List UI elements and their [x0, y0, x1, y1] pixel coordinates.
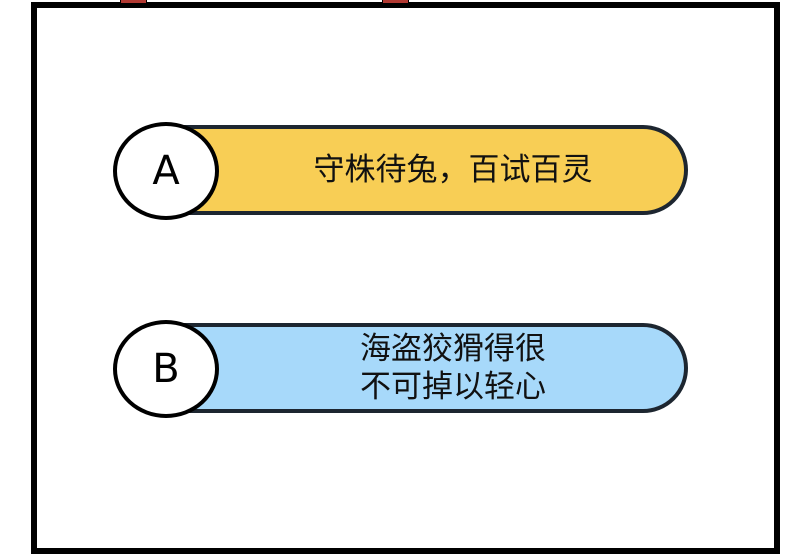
option-a-text: 守株待兔，百试百灵: [313, 152, 593, 188]
frame-tab-right: [382, 0, 409, 4]
panel-frame: [31, 2, 780, 554]
option-a-letter-badge[interactable]: A: [113, 122, 219, 220]
option-b-letter-badge[interactable]: B: [113, 320, 219, 418]
option-b-letter: B: [152, 346, 180, 392]
option-a-letter: A: [152, 148, 180, 194]
option-b-button[interactable]: 海盗狡猾得很 不可掉以轻心: [118, 323, 688, 413]
option-b-text-line1: 海盗狡猾得很: [360, 331, 546, 367]
frame-tab-left: [120, 0, 147, 4]
option-b-text-line2: 不可掉以轻心: [360, 369, 546, 405]
